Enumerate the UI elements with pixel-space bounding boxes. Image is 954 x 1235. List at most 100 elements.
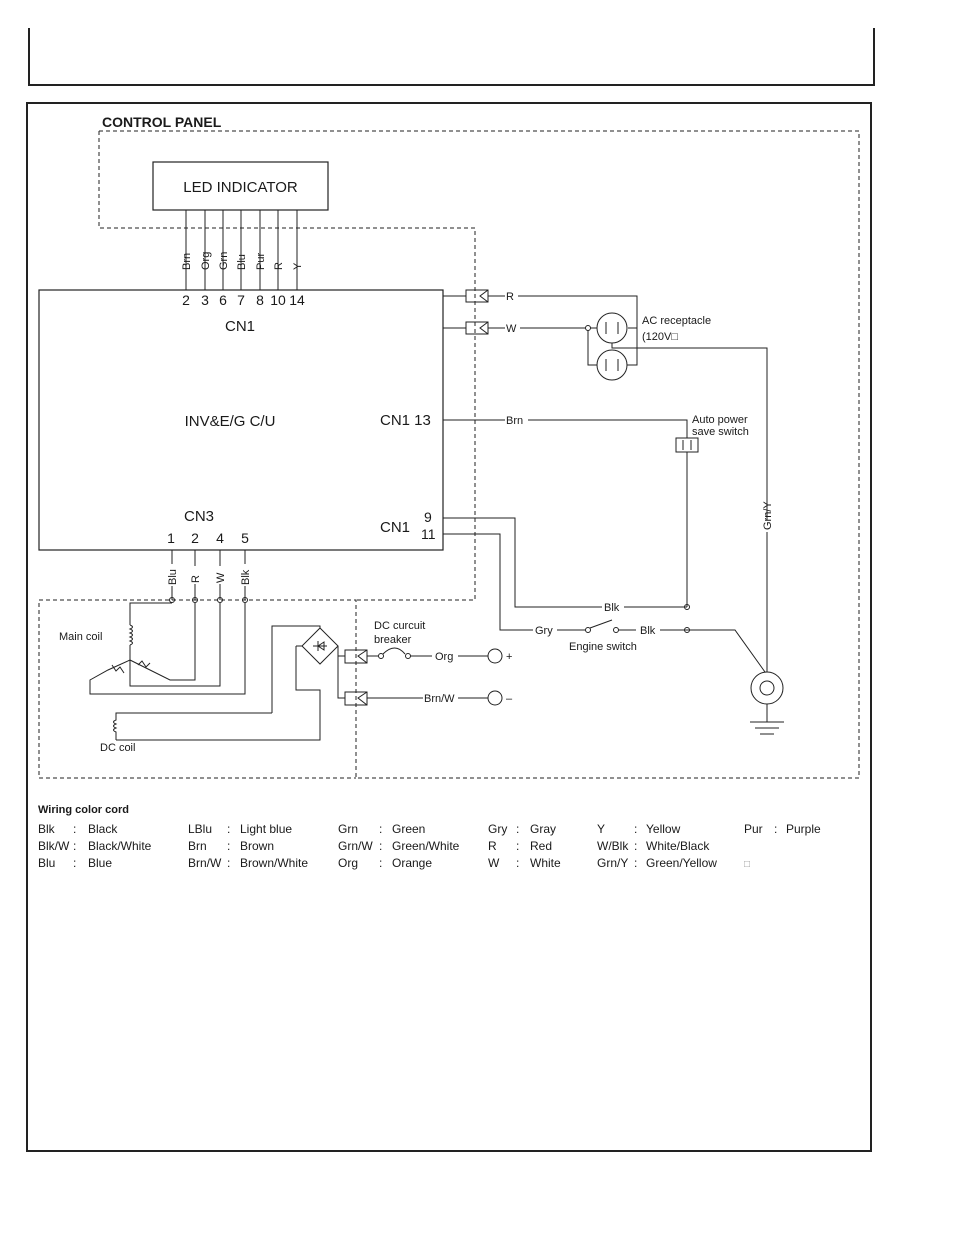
- wire-label-w: W: [506, 323, 517, 335]
- wire-label-r: R: [506, 291, 514, 303]
- legend-name: Brown: [240, 839, 274, 853]
- legend-code: Grn/Y: [597, 856, 628, 870]
- legend-sep: :: [634, 822, 637, 836]
- legend-name: Green/Yellow: [646, 856, 717, 870]
- legend-name: Yellow: [646, 822, 681, 836]
- auto-power-label: Auto power: [692, 414, 748, 426]
- cn1-pin: 6: [219, 292, 227, 308]
- legend-sep: :: [516, 856, 519, 870]
- legend-code: Blu: [38, 856, 55, 870]
- dc-plus-label: +: [506, 651, 512, 663]
- led-wire-label: R: [273, 262, 285, 270]
- control-panel-label: CONTROL PANEL: [102, 114, 222, 130]
- legend-name: Light blue: [240, 822, 292, 836]
- legend-code: Y: [597, 822, 605, 836]
- cn1-pin: 10: [270, 292, 286, 308]
- led-wire-label: Org: [200, 252, 212, 270]
- legend-name: Orange: [392, 856, 432, 870]
- led-wire-label: Grn: [218, 252, 230, 270]
- legend-sep: :: [379, 839, 382, 853]
- control-unit-label: INV&E/G C/U: [185, 413, 276, 430]
- cn1-pin: 14: [289, 292, 305, 308]
- wire-label-grny: Grn/Y: [762, 501, 774, 530]
- legend-code: Pur: [744, 822, 763, 836]
- legend-name: Purple: [786, 822, 821, 836]
- cn3-label: CN3: [184, 508, 214, 525]
- led-wire-label: Y: [292, 262, 304, 270]
- legend-code: Brn/W: [188, 856, 222, 870]
- legend-sep: :: [227, 839, 230, 853]
- legend-name: White: [530, 856, 561, 870]
- dc-breaker-label-2: breaker: [374, 634, 412, 646]
- legend-sep: :: [379, 822, 382, 836]
- led-wires: [185, 210, 298, 290]
- header-frame: [28, 28, 875, 86]
- engine-switch-label: Engine switch: [569, 641, 637, 653]
- cn3-pin: 2: [191, 530, 199, 546]
- auto-power-label-2: save switch: [692, 426, 749, 438]
- connector-r: [465, 289, 489, 303]
- cn3-wire-labels: Blu R W Blk: [166, 564, 252, 586]
- led-indicator-label: LED INDICATOR: [183, 179, 298, 196]
- main-coil-label: Main coil: [59, 631, 102, 643]
- legend-name: Black/White: [88, 839, 152, 853]
- legend-code: LBlu: [188, 822, 212, 836]
- cn3-pin: 5: [241, 530, 249, 546]
- led-wire-label: Brn: [181, 253, 193, 270]
- legend-sep: :: [634, 856, 637, 870]
- cn1-pin-9: 9: [424, 509, 432, 525]
- cn1-label: CN1: [225, 318, 255, 335]
- legend-sep: :: [73, 822, 76, 836]
- cn3-wire-label: Blu: [167, 569, 179, 585]
- ac-receptacle-label: AC receptacle: [642, 315, 711, 327]
- wire-label-blk: Blk: [604, 602, 620, 614]
- cn3-pin: 4: [216, 530, 224, 546]
- legend-sep: :: [227, 856, 230, 870]
- control-panel-boundary: [38, 130, 860, 779]
- legend-code: Org: [338, 856, 358, 870]
- cn1-13-label: CN1 13: [380, 412, 431, 429]
- cn1-pin: 3: [201, 292, 209, 308]
- led-wire-label: Blu: [236, 254, 248, 270]
- legend-code: Gry: [488, 822, 507, 836]
- dc-plus-terminal: [487, 648, 503, 664]
- dc-coil: [113, 712, 272, 740]
- diagram-frame: [26, 102, 872, 1152]
- led-wire-label: Pur: [255, 253, 267, 270]
- cn1-pin: 7: [237, 292, 245, 308]
- legend-code: Blk: [38, 822, 56, 836]
- ac-receptacle-upper: [596, 312, 628, 344]
- legend-sep: :: [516, 822, 519, 836]
- rectifier: [301, 627, 339, 665]
- connector-w: [465, 321, 489, 335]
- legend-sep: :: [227, 822, 230, 836]
- ac-receptacle-lower: [596, 349, 628, 381]
- legend-code: W/Blk: [597, 839, 629, 853]
- wire-label-brn: Brn: [506, 415, 523, 427]
- legend-code: Brn: [188, 839, 207, 853]
- legend-sep: :: [379, 856, 382, 870]
- cn1-pin-numbers: 2 3 6 7 8 10 14: [182, 292, 305, 308]
- legend-code: W: [488, 856, 500, 870]
- dc-minus-label: –: [506, 693, 513, 705]
- cn3-wire-label: Blk: [240, 569, 252, 585]
- legend-name: Green: [392, 822, 425, 836]
- ac-receptacle-voltage: (120V□: [642, 331, 678, 343]
- cn3-pin: 1: [167, 530, 175, 546]
- dc-breaker-label: DC curcuit: [374, 620, 425, 632]
- legend-sep: :: [774, 822, 777, 836]
- led-wire-labels: Brn Org Grn Blu Pur R Y: [181, 252, 304, 270]
- legend-sep: :: [73, 856, 76, 870]
- legend-name: Red: [530, 839, 552, 853]
- cn3-pin-numbers: 1 2 4 5: [167, 530, 249, 546]
- ground-terminal: [750, 671, 784, 705]
- main-coil: [129, 602, 172, 625]
- legend-code: Grn/W: [338, 839, 373, 853]
- legend-code: R: [488, 839, 497, 853]
- cn1-pin-11: 11: [421, 526, 436, 542]
- cn1-label-lower: CN1: [380, 519, 410, 536]
- legend-trailing-mark: □: [744, 859, 750, 870]
- cn1-pin: 2: [182, 292, 190, 308]
- control-panel-boundary-inner: [98, 131, 476, 601]
